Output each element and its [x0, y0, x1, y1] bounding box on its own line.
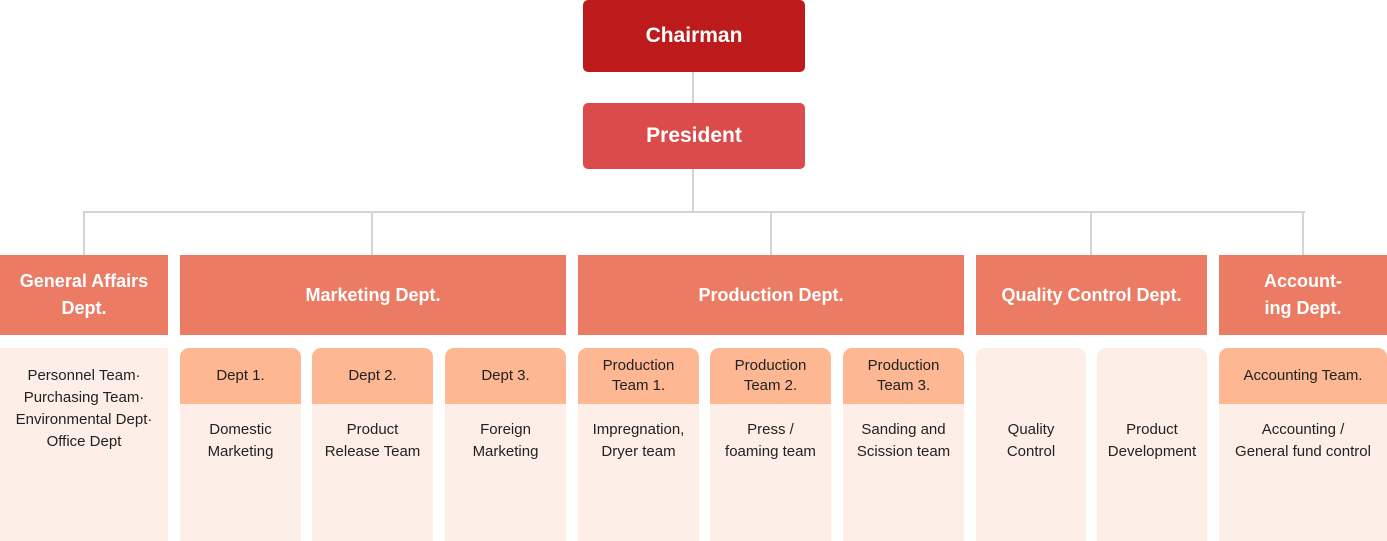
connector-marketing [371, 211, 373, 256]
team-production-3-header: Production Team 3. [843, 348, 964, 404]
team-marketing-1-body: Domestic Marketing [180, 404, 301, 541]
team-production-2-body: Press / foaming team [710, 404, 831, 541]
team-product-development-body: Product Development [1097, 348, 1207, 541]
team-production-2-header: Production Team 2. [710, 348, 831, 404]
team-marketing-2-header: Dept 2. [312, 348, 433, 404]
team-general-body: Personnel Team· Purchasing Team· Environ… [0, 348, 168, 541]
team-production-1-header: Production Team 1. [578, 348, 699, 404]
connector-production [770, 211, 772, 256]
team-production-1-body: Impregnation, Dryer team [578, 404, 699, 541]
dept-production: Production Dept. [578, 255, 964, 335]
dept-marketing: Marketing Dept. [180, 255, 566, 335]
team-marketing-1-header: Dept 1. [180, 348, 301, 404]
president-box: President [583, 103, 805, 169]
team-quality-control-body: Quality Control [976, 348, 1086, 541]
team-production-3-body: Sanding and Scission team [843, 404, 964, 541]
connector-accounting [1302, 211, 1304, 256]
connector-president-down [692, 168, 694, 212]
dept-general-affairs: General Affairs Dept. [0, 255, 168, 335]
dept-accounting: Account- ing Dept. [1219, 255, 1387, 335]
connector-chairman-president [692, 71, 694, 103]
team-marketing-2-body: Product Release Team [312, 404, 433, 541]
dept-quality-control: Quality Control Dept. [976, 255, 1207, 335]
connector-quality [1090, 211, 1092, 256]
team-marketing-3-header: Dept 3. [445, 348, 566, 404]
connector-general [83, 211, 85, 256]
team-accounting-body: Accounting / General fund control [1219, 404, 1387, 541]
chairman-box: Chairman [583, 0, 805, 72]
team-accounting-header: Accounting Team. [1219, 348, 1387, 404]
team-marketing-3-body: Foreign Marketing [445, 404, 566, 541]
connector-horizontal [83, 211, 1305, 213]
